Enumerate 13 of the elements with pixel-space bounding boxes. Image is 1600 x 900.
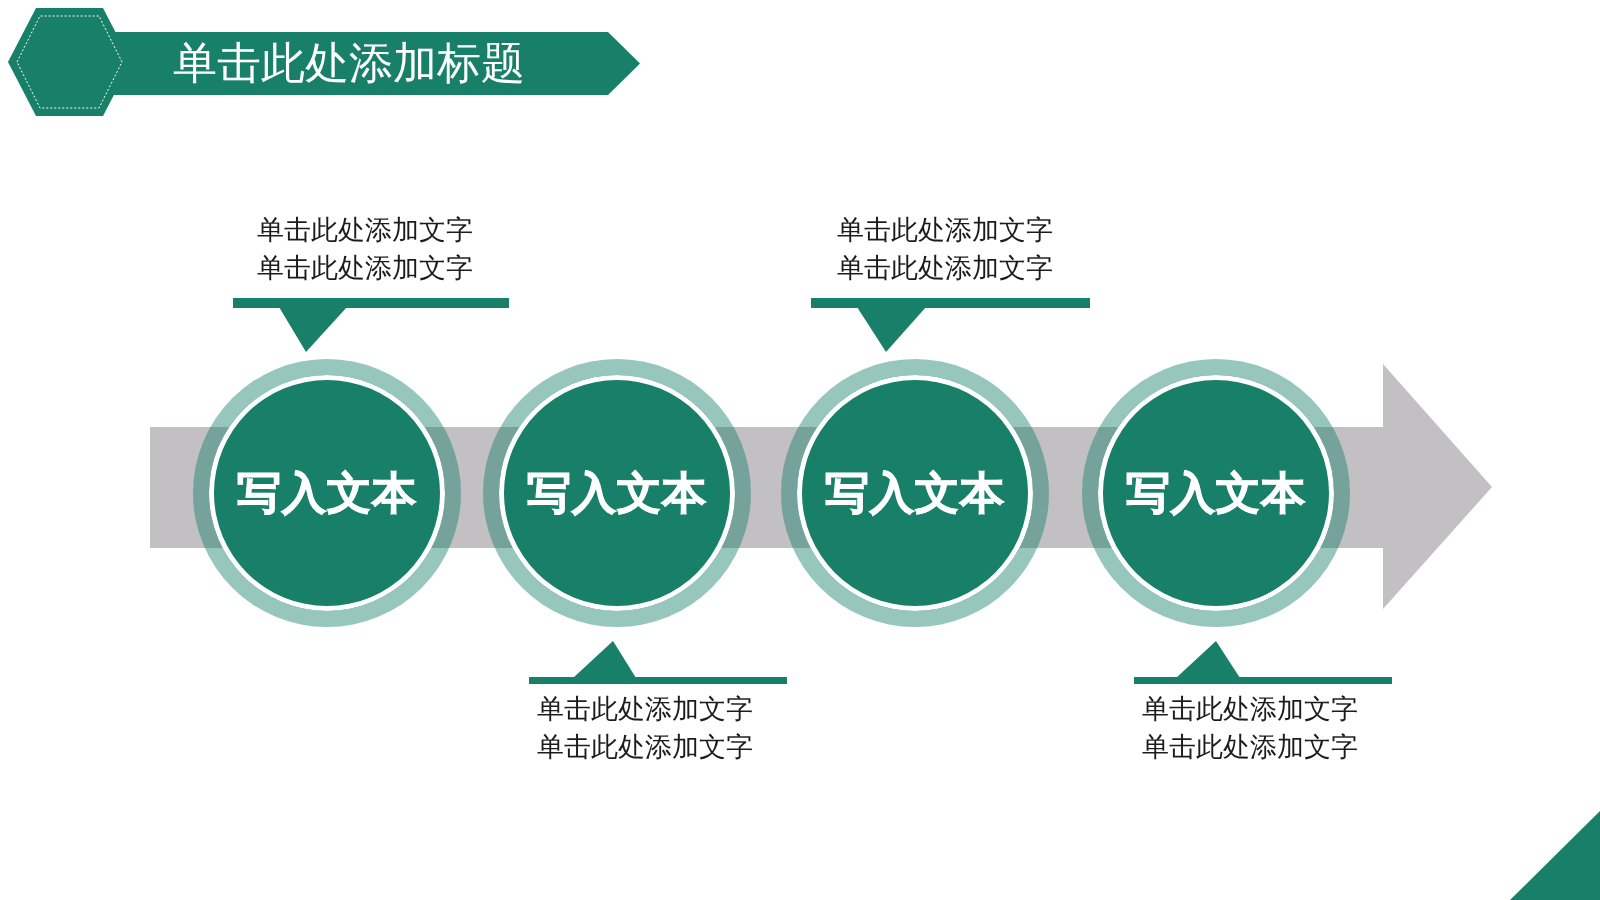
callout-text: 单击此处添加文字	[537, 693, 753, 726]
title: 单击此处添加标题	[173, 37, 525, 89]
callout-text: 单击此处添加文字	[537, 731, 753, 764]
callout-text: 单击此处添加文字	[257, 214, 473, 247]
node-label: 写入文本	[527, 467, 707, 519]
callout-text: 单击此处添加文字	[1142, 693, 1358, 726]
callout-text: 单击此处添加文字	[837, 214, 1053, 247]
callout-text: 单击此处添加文字	[1142, 731, 1358, 764]
callout-text: 单击此处添加文字	[837, 252, 1053, 285]
node-label: 写入文本	[825, 467, 1005, 519]
node-label: 写入文本	[237, 467, 417, 519]
node-label: 写入文本	[1126, 467, 1306, 519]
callout-text: 单击此处添加文字	[257, 252, 473, 285]
